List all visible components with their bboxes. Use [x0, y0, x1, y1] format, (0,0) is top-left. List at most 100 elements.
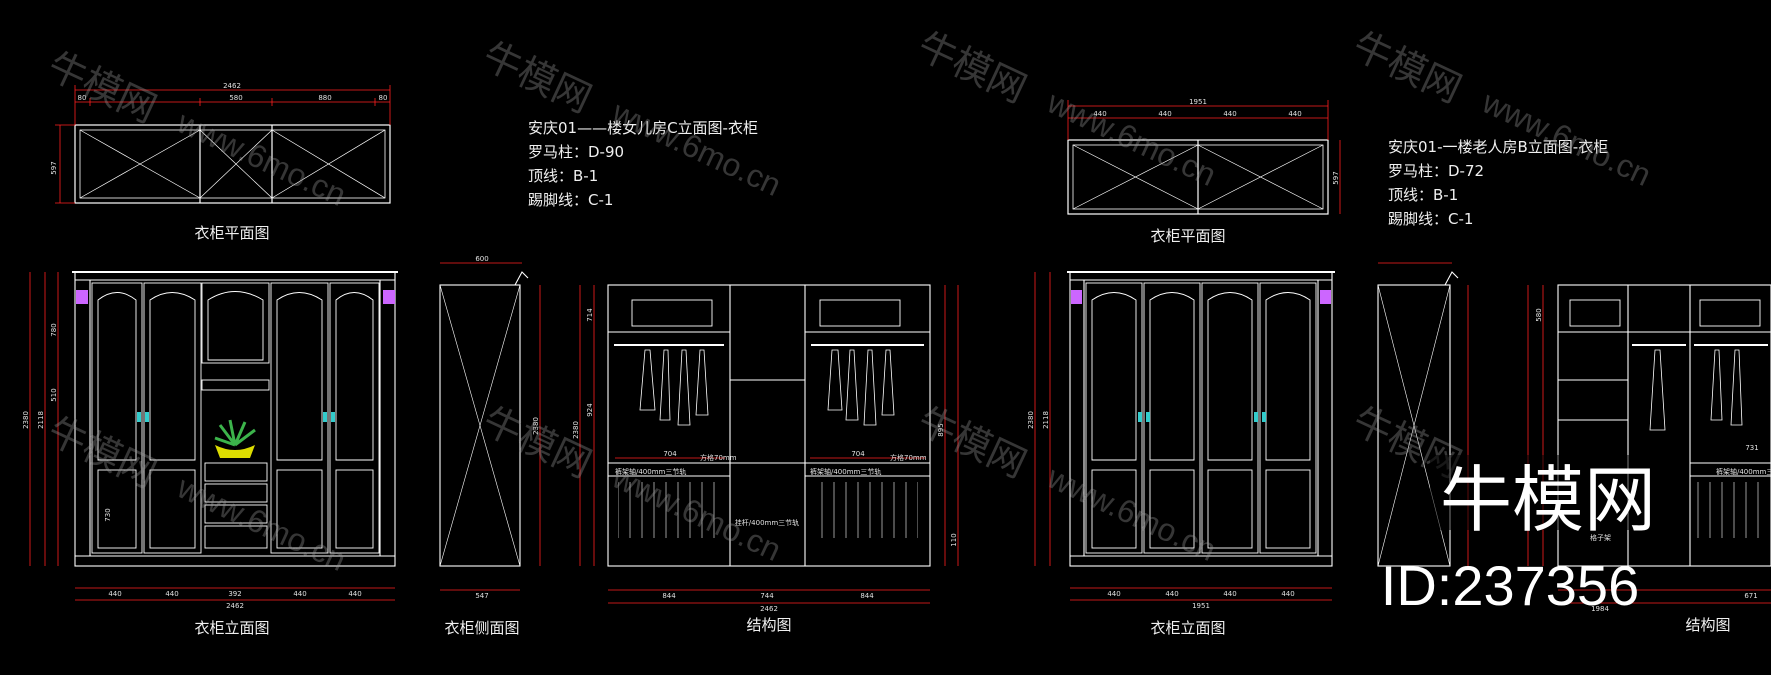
right-elev-h2-dim: 2118: [1042, 411, 1050, 429]
left-plan-dim-d: 80: [379, 94, 388, 102]
left-struct-inner2: 704: [851, 450, 865, 458]
right-elevation-ornaments: [1071, 290, 1331, 422]
right-elev-dim-w4: 440: [1281, 590, 1294, 598]
left-elev-h4-dim: 510: [50, 388, 58, 401]
right-elevation-dims: [1034, 272, 1332, 601]
right-structure-caption: 结构图: [1685, 616, 1730, 634]
left-side-bottom-dim: 547: [475, 592, 488, 600]
watermark-brand-2: 牛模网: [476, 35, 597, 121]
left-elev-dim-w4: 440: [293, 590, 306, 598]
left-plan-dims: [55, 85, 391, 204]
left-structure-view: [607, 284, 931, 567]
right-plan-total-dim: 1951: [1189, 98, 1207, 106]
right-struct-total-dim: 1984: [1591, 605, 1609, 613]
watermark-brand-3: 牛模网: [911, 25, 1032, 111]
right-plan-dim-c: 440: [1223, 110, 1236, 118]
right-elev-dim-w3: 440: [1223, 590, 1236, 598]
left-elev-h2-dim: 2118: [37, 411, 45, 429]
right-plan-dim-a: 440: [1093, 110, 1106, 118]
left-elev-dim-w3: 392: [228, 590, 241, 598]
brand-id-text: ID:237356: [1381, 554, 1639, 617]
left-elevation-view: [72, 271, 398, 567]
left-side-view: [439, 271, 529, 567]
left-struct-inner1: 704: [663, 450, 677, 458]
left-elev-dim-w5: 440: [348, 590, 361, 598]
left-struct-low-dim: 895: [937, 423, 945, 436]
plant-icon: [214, 419, 256, 458]
right-structure-view: [1557, 284, 1771, 567]
left-elev-h5-dim: 730: [104, 508, 112, 521]
right-elev-total-dim: 1951: [1192, 602, 1210, 610]
right-plan-depth-dim: 597: [1332, 171, 1340, 184]
left-struct-total-dim: 2462: [760, 605, 778, 613]
left-struct-top-dim: 714: [586, 308, 594, 322]
left-struct-mid-dim: 924: [586, 403, 594, 417]
right-elevation-caption: 衣柜立面图: [1150, 619, 1225, 637]
right-struct-right-dim: 671: [1744, 592, 1757, 600]
left-struct-base-dim: 110: [950, 533, 958, 546]
left-side-dims: [440, 262, 541, 591]
watermark-url-7: www.6mo.cn: [1041, 458, 1222, 568]
left-struct-dim-d1: 844: [662, 592, 676, 600]
left-spec-pillar: 罗马柱：D-90: [528, 143, 624, 161]
right-plan-caption: 衣柜平面图: [1150, 227, 1225, 245]
right-plan-dims: [1067, 100, 1341, 214]
left-struct-shelf2: 方格70mm: [890, 453, 927, 462]
left-notes: 安庆01——楼女儿房C立面图-衣柜 罗马柱：D-90 顶线：B-1 踢脚线：C-…: [528, 119, 758, 209]
left-side-caption: 衣柜侧面图: [444, 619, 519, 637]
left-side-top-dim: 600: [475, 255, 488, 263]
left-elev-height-dim: 2380: [22, 411, 30, 429]
watermark-url-1: www.6mo.cn: [171, 103, 352, 213]
right-struct-righttop-dim: 731: [1745, 444, 1758, 452]
left-spec-top: 顶线：B-1: [528, 167, 598, 185]
right-struct-rail: 裤架轴/400mm三节轨: [1716, 467, 1771, 476]
left-elev-dim-w2: 440: [165, 590, 178, 598]
left-struct-h-dim: 2380: [572, 421, 580, 439]
left-struct-rail1: 裤架轴/400mm三节轨: [615, 467, 686, 476]
right-elev-dim-w2: 440: [1165, 590, 1178, 598]
brand-watermark: 牛模网 ID:237356: [1381, 455, 1660, 617]
right-elevation-view: [1067, 271, 1335, 567]
left-plan-total-dim: 2462: [223, 82, 241, 90]
left-elev-total-dim: 2462: [226, 602, 244, 610]
left-structure-clothes: [639, 349, 895, 426]
right-spec-pillar: 罗马柱：D-72: [1388, 162, 1484, 180]
right-struct-shelf: 格子架: [1590, 533, 1611, 542]
right-plan-dim-b: 440: [1158, 110, 1171, 118]
left-elevation-ornaments: [76, 290, 395, 458]
left-plan-dim-b: 580: [229, 94, 242, 102]
watermark-brand-4: 牛模网: [1346, 25, 1467, 111]
left-structure-caption: 结构图: [746, 616, 791, 634]
left-elev-dim-w1: 440: [108, 590, 121, 598]
left-elevation-dims: [29, 272, 395, 601]
left-plan-view: [74, 124, 391, 204]
right-plan-dim-d: 440: [1288, 110, 1301, 118]
left-elevation-caption: 衣柜立面图: [194, 619, 269, 637]
right-title: 安庆01-一楼老人房B立面图-衣柜: [1388, 138, 1608, 156]
watermark-brand-7: 牛模网: [911, 400, 1032, 486]
left-spec-kick: 踢脚线：C-1: [528, 191, 613, 209]
left-plan-dim-a: 80: [78, 94, 87, 102]
right-spec-top: 顶线：B-1: [1388, 186, 1458, 204]
watermark-url-2: www.6mo.cn: [606, 93, 787, 203]
left-title: 安庆01——楼女儿房C立面图-衣柜: [528, 119, 758, 137]
left-struct-dim-d2: 744: [760, 592, 774, 600]
left-plan-depth-dim: 597: [50, 161, 58, 174]
right-notes: 安庆01-一楼老人房B立面图-衣柜 罗马柱：D-72 顶线：B-1 踢脚线：C-…: [1388, 138, 1608, 228]
left-plan-dim-c: 880: [318, 94, 331, 102]
left-struct-shelf1: 方格70mm: [700, 453, 737, 462]
right-plan-view: [1067, 139, 1329, 215]
right-spec-kick: 踢脚线：C-1: [1388, 210, 1473, 228]
left-plan-caption: 衣柜平面图: [194, 224, 269, 242]
left-elev-h3-dim: 780: [50, 323, 58, 336]
right-elev-height-dim: 2380: [1027, 411, 1035, 429]
left-structure-dims: [579, 285, 959, 604]
left-side-height-dim: 2380: [532, 417, 540, 435]
brand-logo-text: 牛模网: [1440, 461, 1656, 541]
right-elev-dim-w1: 440: [1107, 590, 1120, 598]
right-struct-top-dim: 580: [1535, 308, 1543, 321]
watermark-url-5: www.6mo.cn: [171, 468, 352, 578]
watermark-brand-6: 牛模网: [476, 400, 597, 486]
